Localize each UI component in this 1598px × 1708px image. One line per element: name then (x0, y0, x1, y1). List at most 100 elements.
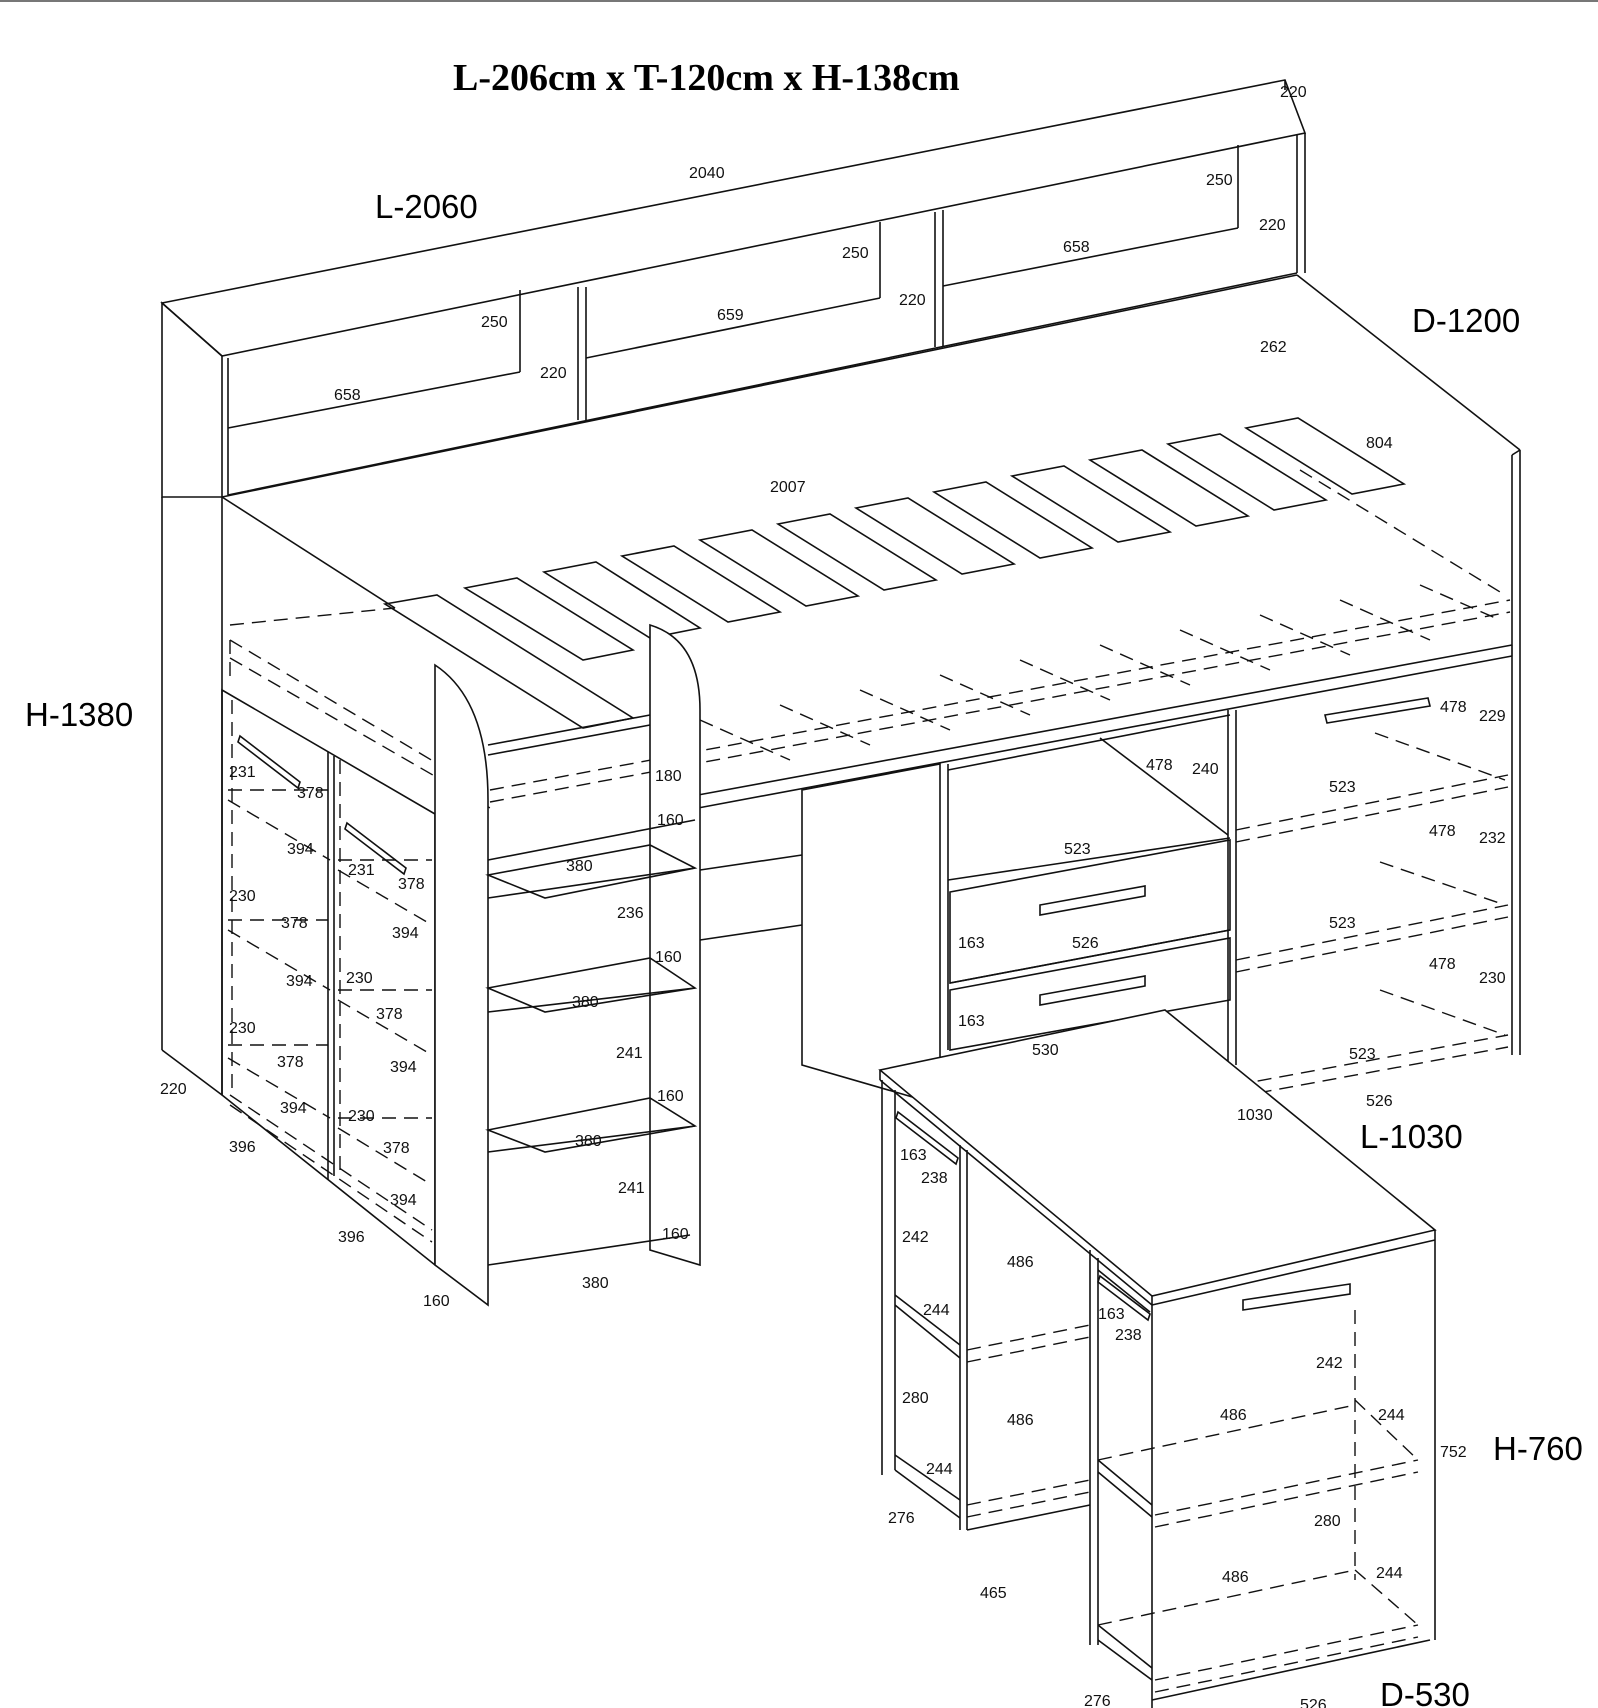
dim-label: 486 (1222, 1569, 1249, 1586)
dim-label: 804 (1366, 435, 1393, 452)
dim-label: 378 (277, 1054, 304, 1071)
dim-label: 163 (958, 1013, 985, 1030)
desk-length-label: L-1030 (1360, 1118, 1463, 1155)
right-cabinet (1235, 697, 1509, 1098)
dim-label: 160 (662, 1226, 689, 1243)
dim-label: 752 (1440, 1444, 1467, 1461)
dim-label: 394 (392, 925, 419, 942)
ladder-steps (434, 623, 701, 1307)
dim-label: 250 (481, 314, 508, 331)
dim-label: 230 (346, 970, 373, 987)
dim-label: 220 (1280, 84, 1307, 101)
dim-label: 276 (1084, 1693, 1111, 1708)
dim-label: 160 (657, 1088, 684, 1105)
dim-label: 380 (572, 994, 599, 1011)
dim-label: 378 (281, 915, 308, 932)
dim-label: 220 (540, 365, 567, 382)
overall-depth-label: D-1200 (1412, 302, 1520, 339)
dim-label: 241 (618, 1180, 645, 1197)
dim-label: 2040 (689, 165, 725, 182)
dim-label: 465 (980, 1585, 1007, 1602)
dim-label: 380 (575, 1133, 602, 1150)
dim-label: 229 (1479, 708, 1506, 725)
desk (878, 1009, 1437, 1708)
dim-label: 478 (1429, 823, 1456, 840)
dim-label: 394 (287, 841, 314, 858)
dim-label: 242 (902, 1229, 929, 1246)
dim-label: 244 (923, 1302, 950, 1319)
dim-label: 280 (902, 1390, 929, 1407)
dim-label: 241 (616, 1045, 643, 1062)
dim-label: 230 (229, 888, 256, 905)
dim-label: 250 (1206, 172, 1233, 189)
dim-label: 163 (900, 1147, 927, 1164)
overall-height-label: H-1380 (25, 696, 133, 733)
dim-label: 230 (348, 1108, 375, 1125)
dim-label: 2007 (770, 479, 806, 496)
dim-label: 396 (229, 1139, 256, 1156)
dim-label: 232 (1479, 830, 1506, 847)
diagram-title: L-206cm x T-120cm x H-138cm (453, 57, 960, 99)
dim-label: 659 (717, 307, 744, 324)
dim-label: 526 (1300, 1697, 1327, 1708)
dim-label: 180 (655, 768, 682, 785)
dim-label: 160 (657, 812, 684, 829)
dim-label: 378 (383, 1140, 410, 1157)
dim-label: 486 (1007, 1412, 1034, 1429)
dim-label: 394 (280, 1100, 307, 1117)
dim-label: 160 (655, 949, 682, 966)
overall-length-label: L-2060 (375, 188, 478, 225)
dim-label: 378 (376, 1006, 403, 1023)
drawer-unit (699, 710, 1237, 1107)
dim-label: 526 (1366, 1093, 1393, 1110)
dim-label: 478 (1440, 699, 1467, 716)
dim-label: 250 (842, 245, 869, 262)
dim-label: 231 (229, 764, 256, 781)
dim-label: 280 (1314, 1513, 1341, 1530)
dim-label: 658 (334, 387, 361, 404)
dim-label: 658 (1063, 239, 1090, 256)
bed-slats (382, 417, 1407, 729)
dim-label: 240 (1192, 761, 1219, 778)
dim-label: 396 (338, 1229, 365, 1246)
desk-depth-label: D-530 (1380, 1676, 1470, 1708)
left-cabinet (221, 688, 436, 1267)
dim-label: 394 (286, 973, 313, 990)
dim-label: 220 (899, 292, 926, 309)
dim-label: 231 (348, 862, 375, 879)
dim-label: 262 (1260, 339, 1287, 356)
dim-label: 378 (297, 785, 324, 802)
dim-label: 478 (1146, 757, 1173, 774)
dim-label: 220 (160, 1081, 187, 1098)
dim-label: 244 (1376, 1565, 1403, 1582)
dim-label: 220 (1259, 217, 1286, 234)
hidden-slat-lines (229, 469, 1511, 809)
dim-label: 230 (1479, 970, 1506, 987)
dim-label: 486 (1220, 1407, 1247, 1424)
dim-label: 163 (958, 935, 985, 952)
dim-label: 1030 (1237, 1107, 1273, 1124)
dim-label: 380 (582, 1275, 609, 1292)
dim-label: 526 (1072, 935, 1099, 952)
dim-label: 244 (926, 1461, 953, 1478)
shelf-unit (160, 79, 1307, 498)
dim-label: 163 (1098, 1306, 1125, 1323)
dim-label: 230 (229, 1020, 256, 1037)
dim-label: 523 (1329, 915, 1356, 932)
dim-label: 486 (1007, 1254, 1034, 1271)
dim-label: 238 (921, 1170, 948, 1187)
dim-label: 238 (1115, 1327, 1142, 1344)
dim-label: 244 (1378, 1407, 1405, 1424)
labels: L-206cm x T-120cm x H-138cm L-2060 D-120… (25, 57, 1583, 1708)
dim-label: 394 (390, 1192, 417, 1209)
dim-label: 530 (1032, 1042, 1059, 1059)
dim-label: 236 (617, 905, 644, 922)
dim-label: 523 (1349, 1046, 1376, 1063)
dim-label: 478 (1429, 956, 1456, 973)
dim-label: 242 (1316, 1355, 1343, 1372)
dim-label: 160 (423, 1293, 450, 1310)
desk-height-label: H-760 (1493, 1430, 1583, 1467)
dim-label: 380 (566, 858, 593, 875)
dim-label: 378 (398, 876, 425, 893)
